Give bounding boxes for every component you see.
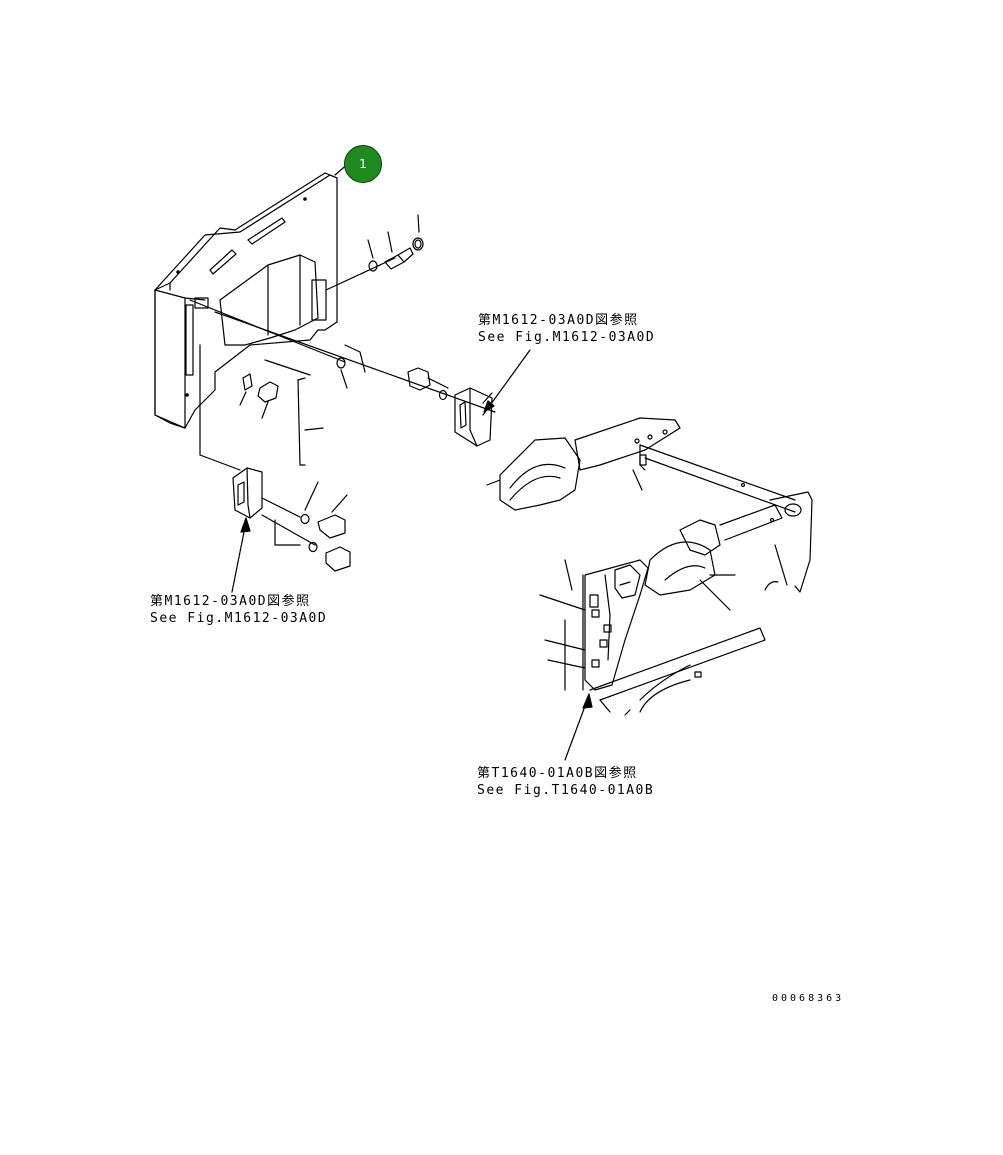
- reference-label-lower: 第T1640-01A0B図参照 See Fig.T1640-01A0B: [477, 765, 654, 799]
- machine-frame: [486, 417, 813, 716]
- reference-label-en: See Fig.M1612-03A0D: [150, 611, 328, 626]
- cover-panel: [154, 172, 338, 429]
- reference-label-upper: 第M1612-03A0D図参照 See Fig.M1612-03A0D: [478, 312, 655, 346]
- reference-label-ja: 第M1612-03A0D図参照: [478, 313, 639, 328]
- reference-arrows: [231, 161, 593, 761]
- reference-label-ja: 第M1612-03A0D図参照: [150, 594, 311, 609]
- lower-bracket: [232, 467, 351, 572]
- upper-fasteners: [325, 214, 424, 291]
- part-callout-1[interactable]: 1: [344, 145, 382, 183]
- reference-label-ja: 第T1640-01A0B図参照: [477, 766, 638, 781]
- reference-label-en: See Fig.M1612-03A0D: [478, 330, 656, 345]
- upper-bracket: [407, 367, 493, 447]
- mid-fasteners: [189, 299, 496, 471]
- document-number: 00068363: [772, 993, 845, 1004]
- reference-label-en: See Fig.T1640-01A0B: [477, 783, 655, 798]
- part-callout-number: 1: [359, 157, 367, 171]
- reference-label-left: 第M1612-03A0D図参照 See Fig.M1612-03A0D: [150, 593, 327, 627]
